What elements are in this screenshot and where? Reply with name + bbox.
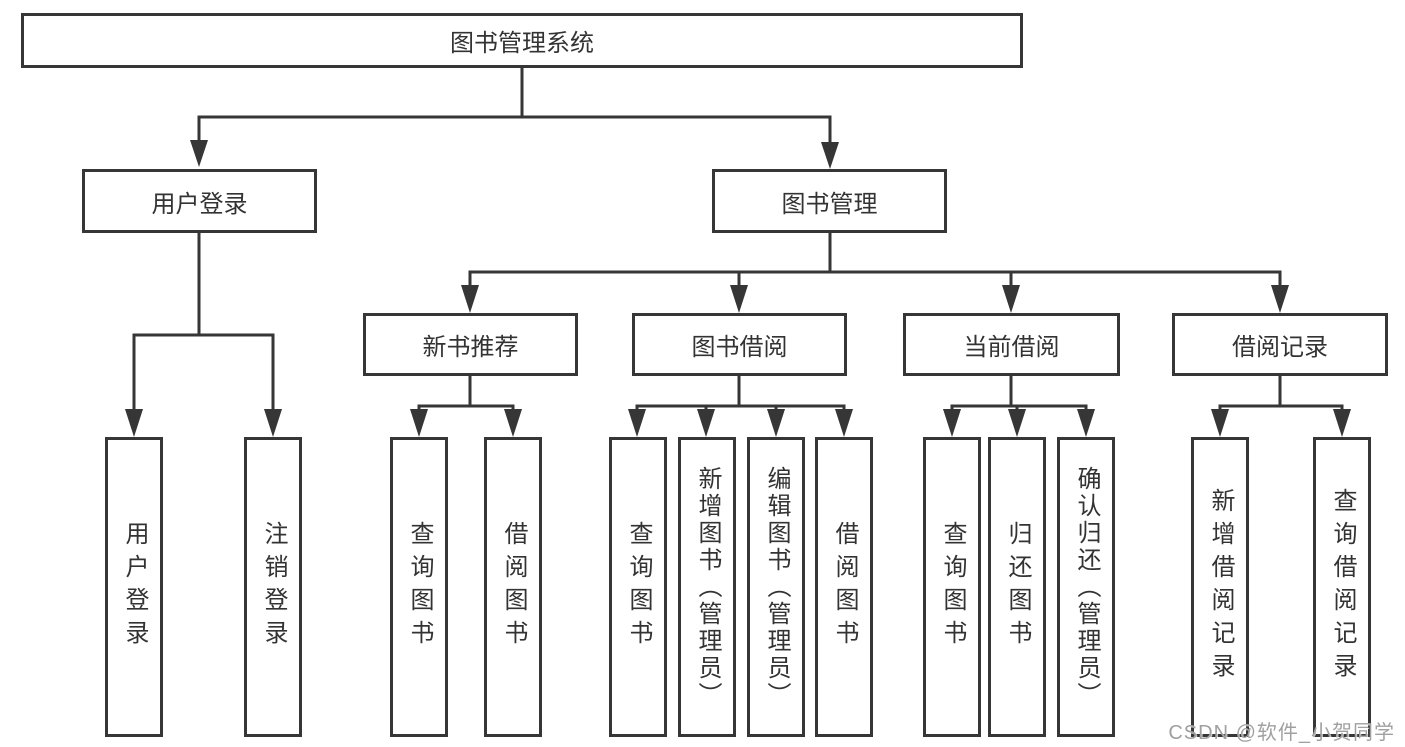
leaf-user-login: 用户登录 [105,437,163,737]
node-label: 图书管理 [781,190,878,218]
node-label: 归还图书 [1004,521,1031,653]
leaf-confirm-return-admin: 确认归还（管理员） [1057,437,1115,737]
leaf-query-books-current: 查询图书 [923,437,981,737]
leaf-add-borrow-record: 新增借阅记录 [1191,437,1249,737]
node-label: 借阅图书 [831,521,858,653]
leaf-add-books-admin: 新增图书（管理员） [678,437,736,737]
leaf-borrow-books: 借阅图书 [815,437,873,737]
node-label: 编辑图书（管理员） [763,465,790,709]
node-label: 新增图书（管理员） [694,465,721,709]
node-label: 当前借阅 [963,334,1060,361]
leaf-query-borrow-record: 查询借阅记录 [1313,437,1371,737]
node-borrowing-records: 借阅记录 [1172,313,1388,376]
node-label: 新增借阅记录 [1207,488,1234,686]
leaf-borrow-books-recommend: 借阅图书 [484,437,542,737]
node-label: 图书管理系统 [450,30,594,57]
node-label: 用户登录 [151,190,248,218]
watermark: CSDN @软件_小贺同学 [1168,722,1395,744]
node-label: 图书借阅 [691,334,788,361]
node-user-login: 用户登录 [82,169,317,233]
node-label: 借阅记录 [1232,334,1328,361]
node-label: 查询图书 [625,521,652,653]
node-label: 注销登录 [260,521,287,653]
node-book-borrowing: 图书借阅 [632,313,847,376]
node-label: 查询图书 [406,521,433,653]
node-label: 用户登录 [121,521,148,653]
node-label: 借阅图书 [500,521,527,653]
node-label: 查询借阅记录 [1329,488,1356,686]
node-label: 查询图书 [939,521,966,653]
node-new-book-recommendation: 新书推荐 [363,313,578,376]
node-label: 确认归还（管理员） [1073,465,1100,709]
node-book-management: 图书管理 [712,169,947,233]
leaf-logout: 注销登录 [244,437,302,737]
node-current-borrowing: 当前借阅 [903,313,1120,376]
leaf-edit-books-admin: 编辑图书（管理员） [747,437,805,737]
node-label: 新书推荐 [422,334,519,361]
node-library-management-system: 图书管理系统 [21,13,1023,68]
leaf-return-books: 归还图书 [988,437,1046,737]
leaf-query-books-recommend: 查询图书 [390,437,448,737]
leaf-query-books-borrowing: 查询图书 [609,437,667,737]
